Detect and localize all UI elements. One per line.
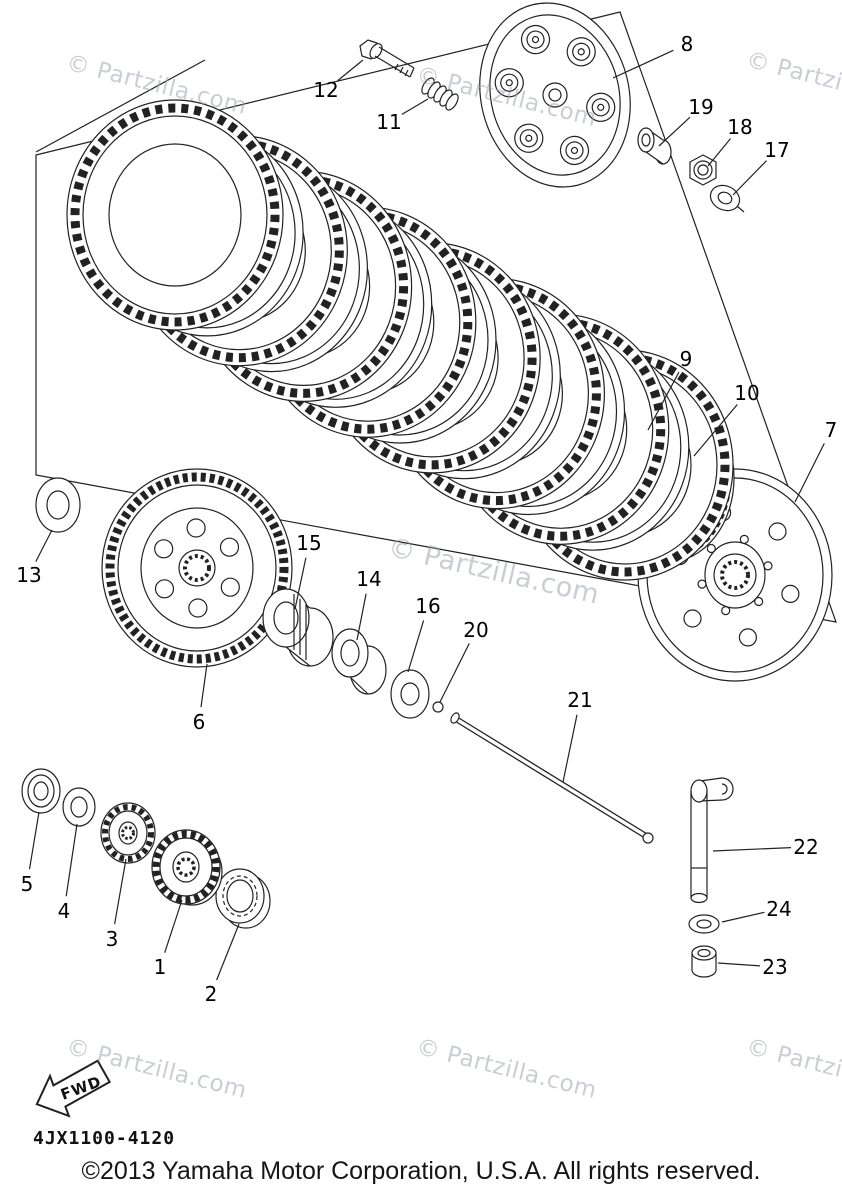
part-4 bbox=[62, 787, 96, 827]
part-12 bbox=[359, 39, 415, 78]
callout-label-2: 2 bbox=[204, 982, 218, 1006]
callout-label-5: 5 bbox=[20, 872, 34, 896]
part-8 bbox=[479, 2, 631, 188]
part-15 bbox=[262, 588, 334, 667]
part-2 bbox=[215, 868, 271, 929]
part-3 bbox=[100, 802, 156, 864]
callout-label-6: 6 bbox=[192, 710, 206, 734]
part-13 bbox=[35, 477, 81, 533]
diagram-code: 4JX1100-4120 bbox=[33, 1128, 176, 1149]
part-24 bbox=[688, 914, 720, 934]
part-1 bbox=[151, 829, 223, 906]
callout-label-23: 23 bbox=[762, 955, 788, 979]
callout-label-1: 1 bbox=[153, 955, 167, 979]
fwd-arrow-icon: FWD bbox=[35, 1059, 112, 1118]
callout-label-3: 3 bbox=[105, 927, 119, 951]
callout-label-24: 24 bbox=[766, 897, 792, 921]
part-16 bbox=[390, 669, 430, 719]
callout-label-22: 22 bbox=[793, 835, 819, 859]
part-clutch-plate-stack bbox=[66, 99, 734, 581]
part-6 bbox=[101, 468, 293, 668]
callout-label-13: 13 bbox=[16, 563, 42, 587]
part-21 bbox=[450, 712, 654, 844]
callout-label-12: 12 bbox=[313, 78, 339, 102]
part-20 bbox=[432, 701, 444, 713]
callout-label-21: 21 bbox=[567, 688, 593, 712]
callout-label-20: 20 bbox=[463, 618, 489, 642]
callout-label-16: 16 bbox=[415, 594, 441, 618]
copyright-text: ©2013 Yamaha Motor Corporation, U.S.A. A… bbox=[81, 1157, 761, 1185]
diagram-frame bbox=[35, 11, 837, 623]
part-11 bbox=[421, 77, 459, 111]
callout-label-19: 19 bbox=[688, 95, 714, 119]
part-18 bbox=[689, 154, 717, 186]
callout-label-7: 7 bbox=[824, 418, 838, 442]
callout-label-9: 9 bbox=[679, 347, 693, 371]
callout-label-17: 17 bbox=[764, 138, 790, 162]
part-5 bbox=[21, 768, 61, 814]
part-14 bbox=[331, 628, 387, 695]
part-17 bbox=[709, 184, 745, 213]
callout-label-8: 8 bbox=[680, 32, 694, 56]
callout-label-11: 11 bbox=[376, 110, 402, 134]
callout-label-10: 10 bbox=[734, 381, 760, 405]
callout-label-15: 15 bbox=[296, 531, 322, 555]
callout-label-18: 18 bbox=[727, 115, 753, 139]
callout-leader-lines bbox=[28, 49, 825, 981]
callout-label-4: 4 bbox=[57, 899, 71, 923]
friction-plate bbox=[66, 99, 284, 331]
part-23 bbox=[691, 945, 717, 978]
part-22 bbox=[690, 777, 734, 904]
callout-label-14: 14 bbox=[356, 567, 382, 591]
part-19 bbox=[637, 127, 672, 165]
